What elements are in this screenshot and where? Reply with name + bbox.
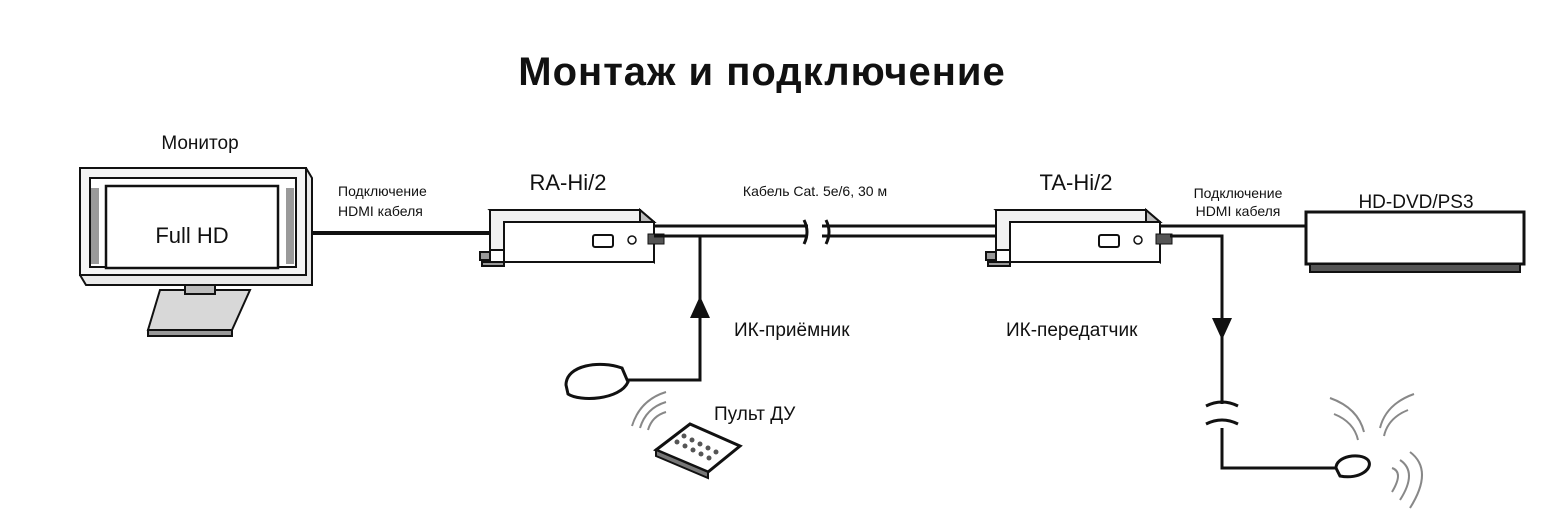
monitor-label: Монитор bbox=[161, 133, 238, 154]
ir-receiver-label: ИК-приёмник bbox=[734, 320, 850, 341]
right-cable-label-line2: HDMI кабеля bbox=[1196, 203, 1281, 219]
remote-signal-waves-icon bbox=[631, 391, 667, 431]
left-cable-label-line2: HDMI кабеля bbox=[338, 203, 423, 219]
remote-control-icon bbox=[653, 422, 743, 480]
receiver-unit-icon bbox=[479, 207, 665, 267]
emitter-signal-waves-icon bbox=[1329, 393, 1423, 509]
ir-receiver-sensor-icon bbox=[564, 362, 630, 400]
transmitter-unit-icon bbox=[985, 207, 1173, 267]
right-cable-label-line1: Подключение bbox=[1194, 185, 1283, 201]
up-arrow-icon bbox=[690, 296, 710, 318]
remote-label: Пульт ДУ bbox=[714, 404, 796, 425]
receiver-name: RA-Hi/2 bbox=[529, 170, 606, 195]
trunk-cable-label: Кабель Cat. 5e/6, 30 м bbox=[743, 183, 887, 199]
left-cable-label-line1: Подключение bbox=[338, 183, 427, 199]
ir-transmitter-cable bbox=[1170, 234, 1340, 470]
page-title: Монтаж и подключение bbox=[518, 50, 1005, 94]
monitor-icon bbox=[79, 167, 313, 337]
cat5-cable bbox=[654, 219, 996, 245]
player-icon bbox=[1304, 210, 1526, 273]
monitor-screen-text: Full HD bbox=[155, 223, 228, 248]
ir-transmitter-label: ИК-передатчик bbox=[1006, 320, 1138, 341]
down-arrow-icon bbox=[1212, 318, 1232, 340]
ir-emitter-icon bbox=[1334, 454, 1371, 479]
transmitter-name: TA-Hi/2 bbox=[1040, 170, 1113, 195]
source-name: HD-DVD/PS3 bbox=[1358, 192, 1473, 213]
